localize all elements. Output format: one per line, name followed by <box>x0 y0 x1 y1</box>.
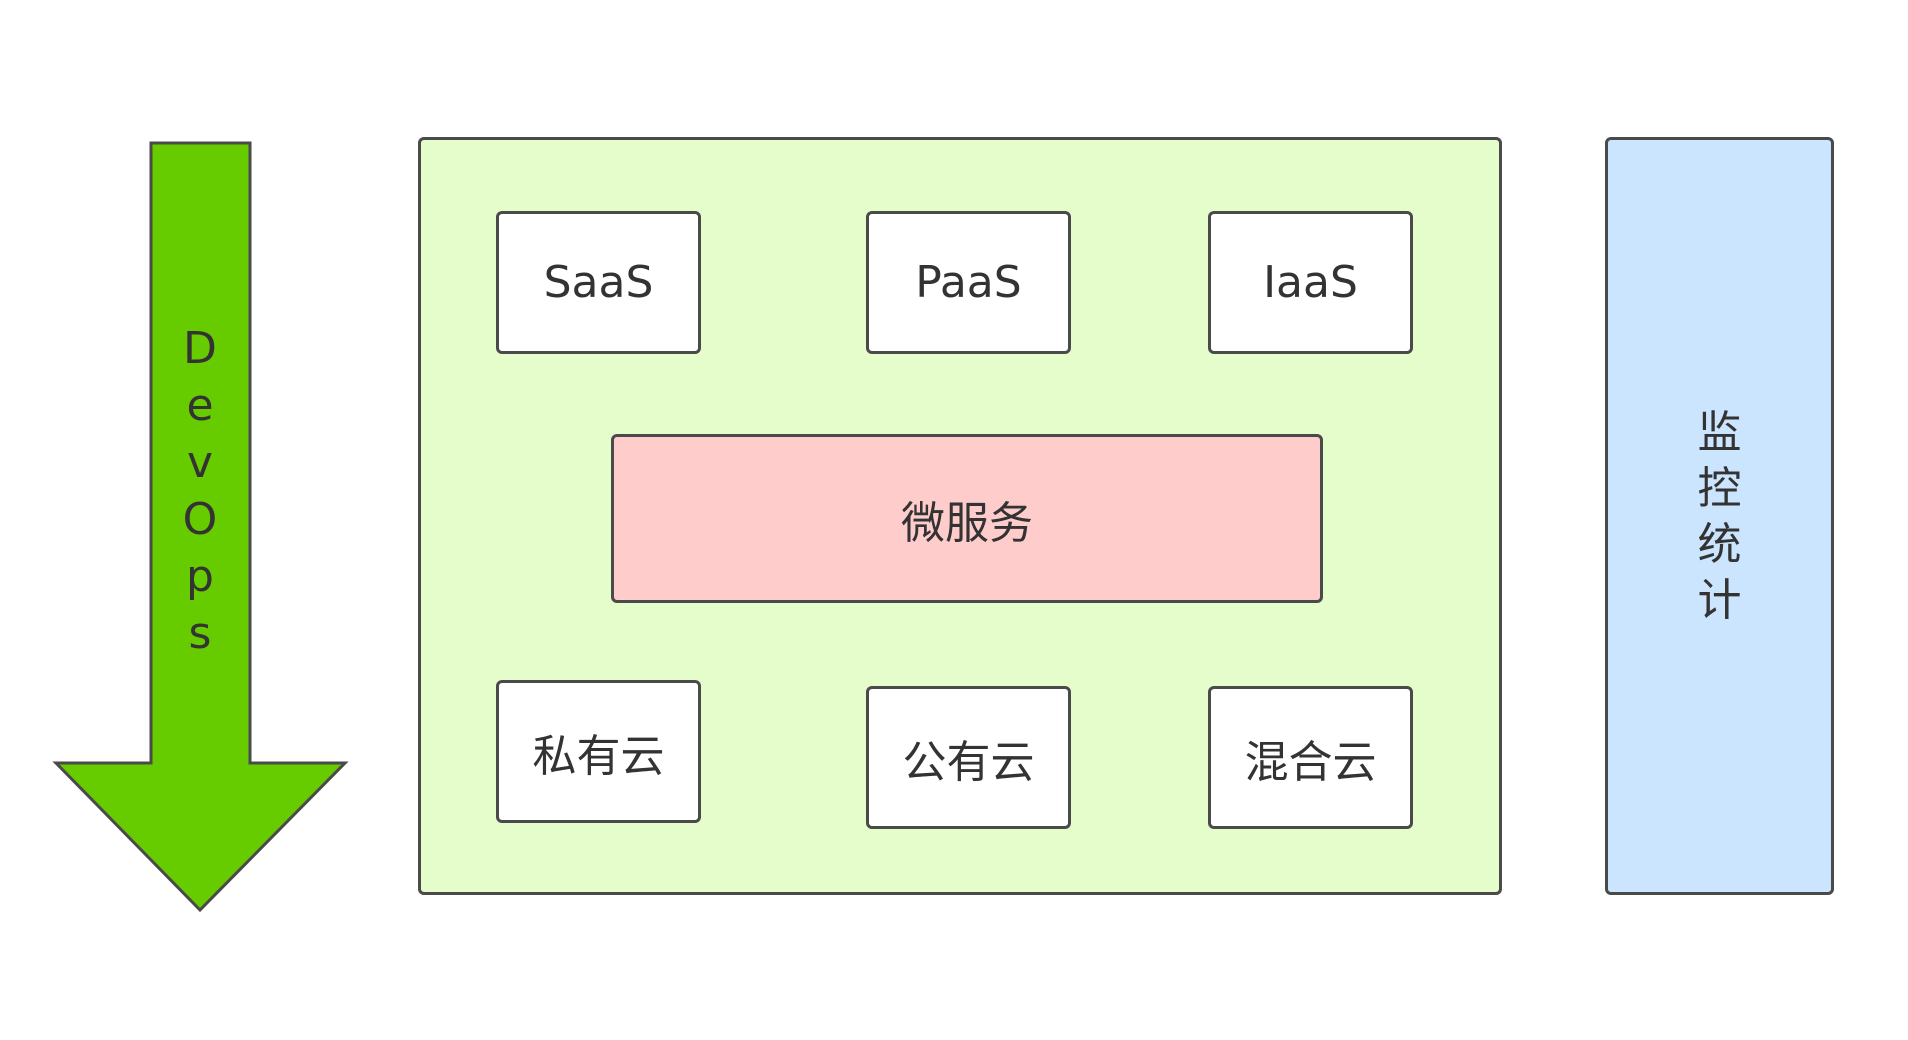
devops-arrow-shape <box>52 141 349 913</box>
monitoring-char: 控 <box>1697 463 1742 514</box>
monitoring-char: 计 <box>1697 575 1742 626</box>
hybrid-cloud-box: 混合云 <box>1208 686 1413 829</box>
devops-label: D e v O p s <box>160 320 240 662</box>
devops-letter: s <box>188 608 212 659</box>
cloud-platform-panel: SaaS PaaS IaaS 微服务 私有云 公有云 混合云 <box>418 137 1502 895</box>
microservices-box: 微服务 <box>611 434 1323 603</box>
paas-box: PaaS <box>866 211 1071 354</box>
devops-letter: v <box>186 437 214 488</box>
iaas-box: IaaS <box>1208 211 1413 354</box>
monitoring-char: 统 <box>1697 519 1742 570</box>
monitoring-label: 监 控 统 计 <box>1608 405 1831 629</box>
devops-letter: p <box>186 551 214 602</box>
saas-box: SaaS <box>496 211 701 354</box>
devops-letter: D <box>183 323 217 374</box>
devops-letter: e <box>186 380 214 431</box>
public-cloud-box: 公有云 <box>866 686 1071 829</box>
devops-letter: O <box>182 494 218 545</box>
monitoring-panel: 监 控 统 计 <box>1605 137 1834 895</box>
private-cloud-box: 私有云 <box>496 680 701 823</box>
monitoring-char: 监 <box>1697 407 1742 458</box>
